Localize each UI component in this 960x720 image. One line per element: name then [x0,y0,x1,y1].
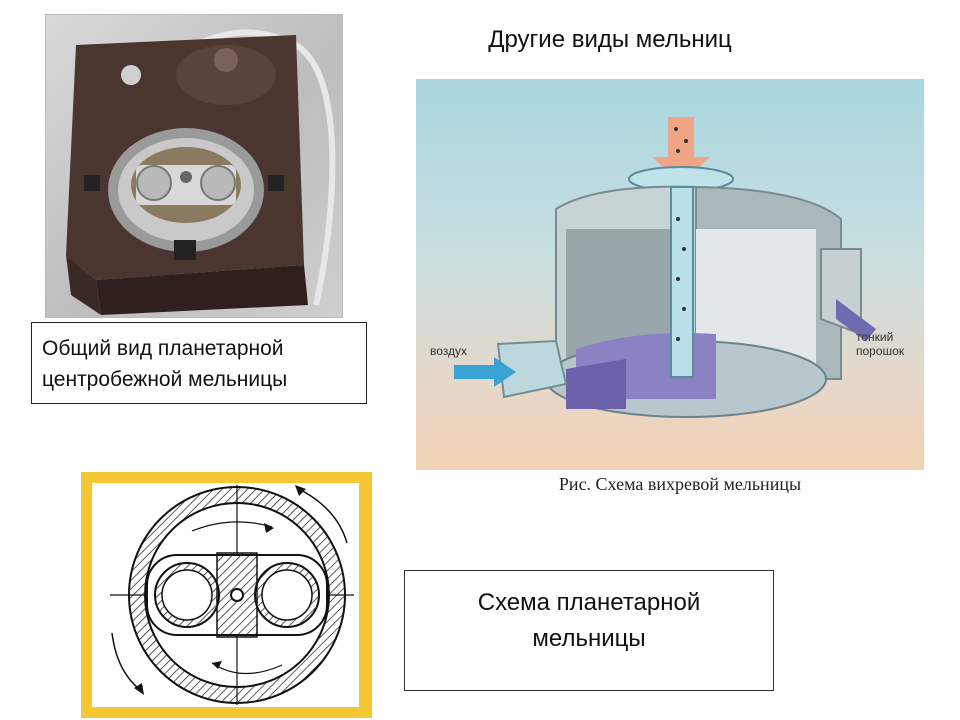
planetary-scheme-drawing [110,485,354,705]
photo-caption: Общий вид планетарной центробежной мельн… [42,333,362,395]
photo-caption-line-2: центробежной мельницы [42,368,288,391]
planetary-scheme-frame [81,472,372,718]
vortex-powder-label-1: тонкий [856,330,893,344]
vortex-caption: Рис. Схема вихревой мельницы [558,474,802,494]
vortex-powder-label-2: порошок [856,344,905,358]
scheme-caption: Схема планетарной мельницы [405,585,773,657]
vortex-mill-diagram: воздух тонкий порошок [416,79,924,470]
scheme-caption-line-2: мельницы [532,625,646,652]
scheme-caption-line-1: Схема планетарной [477,589,701,616]
planetary-mill-photo-drawing [66,29,336,315]
photo-caption-box: Общий вид планетарной центробежной мельн… [31,322,367,404]
planetary-scheme [92,483,359,707]
vortex-mill-drawing: воздух тонкий порошок [430,117,905,418]
vortex-air-label: воздух [430,344,467,358]
scheme-caption-box: Схема планетарной мельницы [404,570,774,691]
planetary-mill-photo [45,14,343,318]
slide-title: Другие виды мельниц [488,26,732,53]
photo-caption-line-1: Общий вид планетарной [42,337,284,360]
